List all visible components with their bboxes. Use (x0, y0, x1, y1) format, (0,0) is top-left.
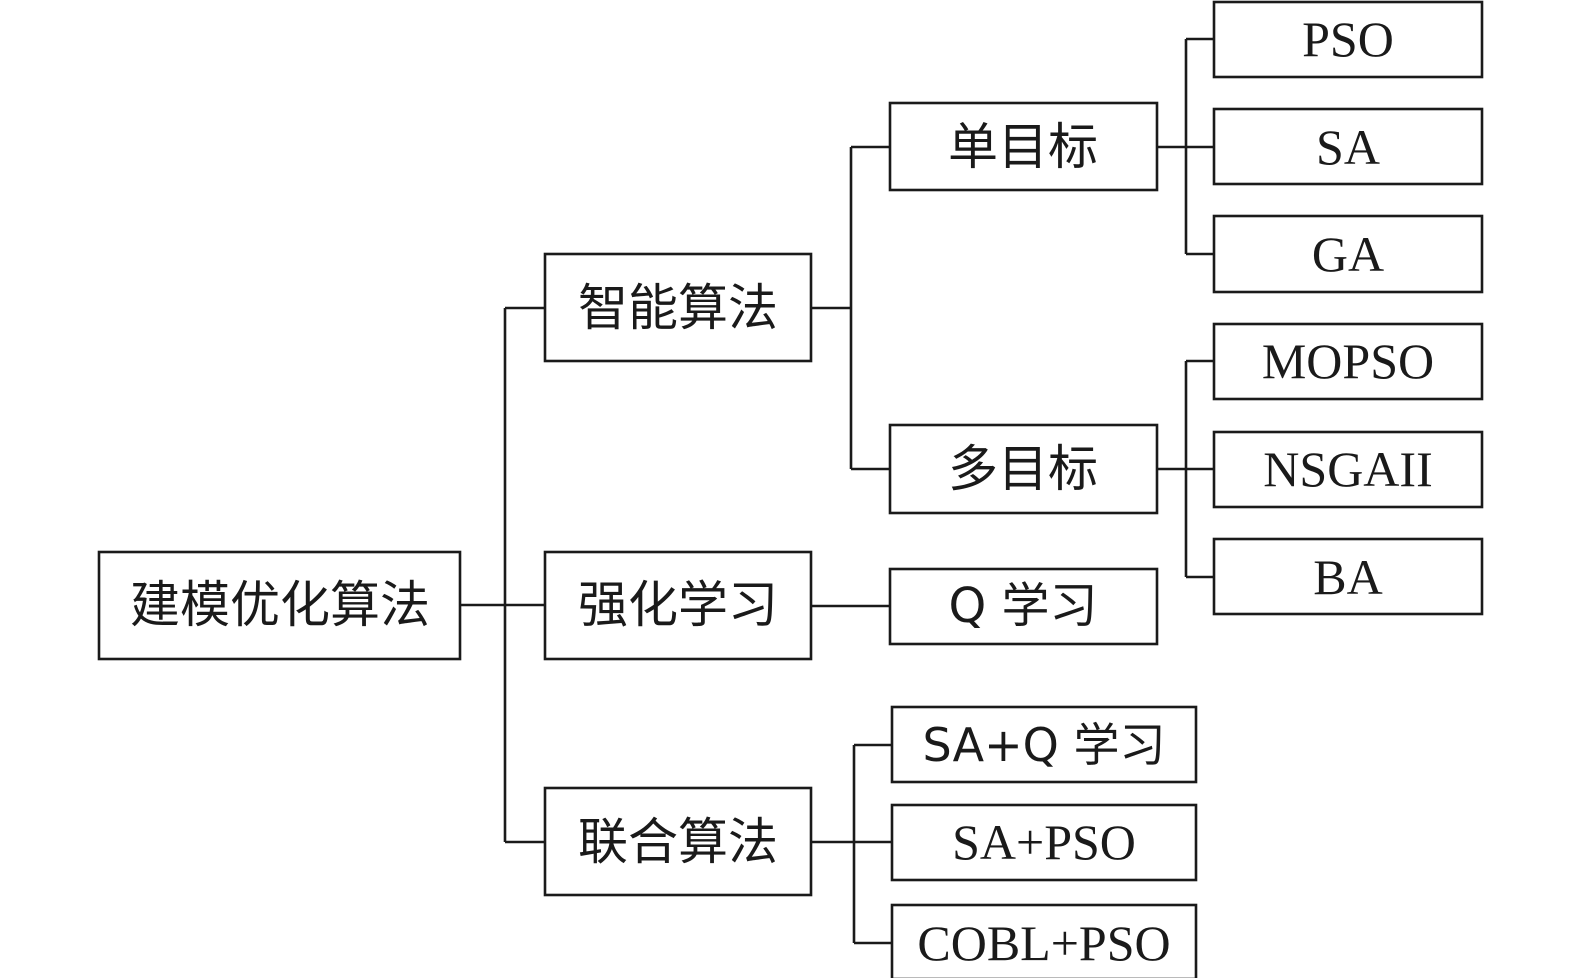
q-learning-label: Q 学习 (948, 578, 1097, 634)
node-hybrid: 联合算法 (543, 786, 813, 897)
hybrid-label: 联合算法 (578, 813, 778, 871)
intelligent-label: 智能算法 (578, 279, 778, 337)
mopso-label: MOPSO (1262, 333, 1434, 389)
connectors (460, 37, 1214, 945)
pso-label: PSO (1302, 11, 1394, 67)
node-multi-objective: 多目标 (888, 423, 1159, 515)
ga-label: GA (1312, 226, 1384, 282)
sa-label: SA (1316, 119, 1380, 175)
node-ba: BA (1212, 537, 1484, 616)
node-mopso: MOPSO (1212, 322, 1484, 401)
node-sa-pso: SA+PSO (890, 803, 1198, 882)
root-label: 建模优化算法 (130, 576, 430, 634)
multi-objective-label: 多目标 (948, 440, 1098, 498)
node-q-learning: Q 学习 (888, 567, 1159, 646)
sa-pso-label: SA+PSO (952, 814, 1136, 870)
ba-label: BA (1313, 549, 1382, 605)
node-intelligent: 智能算法 (543, 252, 813, 363)
cobl-pso-label: COBL+PSO (917, 915, 1170, 971)
node-sa-q-learning: SA+Q 学习 (890, 705, 1198, 784)
node-sa: SA (1212, 107, 1484, 186)
sa-q-learning-label: SA+Q 学习 (923, 718, 1166, 772)
reinforcement-label: 强化学习 (578, 576, 778, 634)
nsgaii-label: NSGAII (1263, 441, 1432, 497)
node-pso: PSO (1212, 0, 1484, 79)
node-ga: GA (1212, 214, 1484, 294)
node-nsgaii: NSGAII (1212, 430, 1484, 509)
node-reinforcement: 强化学习 (543, 550, 813, 661)
node-cobl-pso: COBL+PSO (890, 903, 1198, 978)
root-node: 建模优化算法 (97, 550, 462, 661)
single-objective-label: 单目标 (948, 118, 1098, 176)
node-single-objective: 单目标 (888, 101, 1159, 192)
